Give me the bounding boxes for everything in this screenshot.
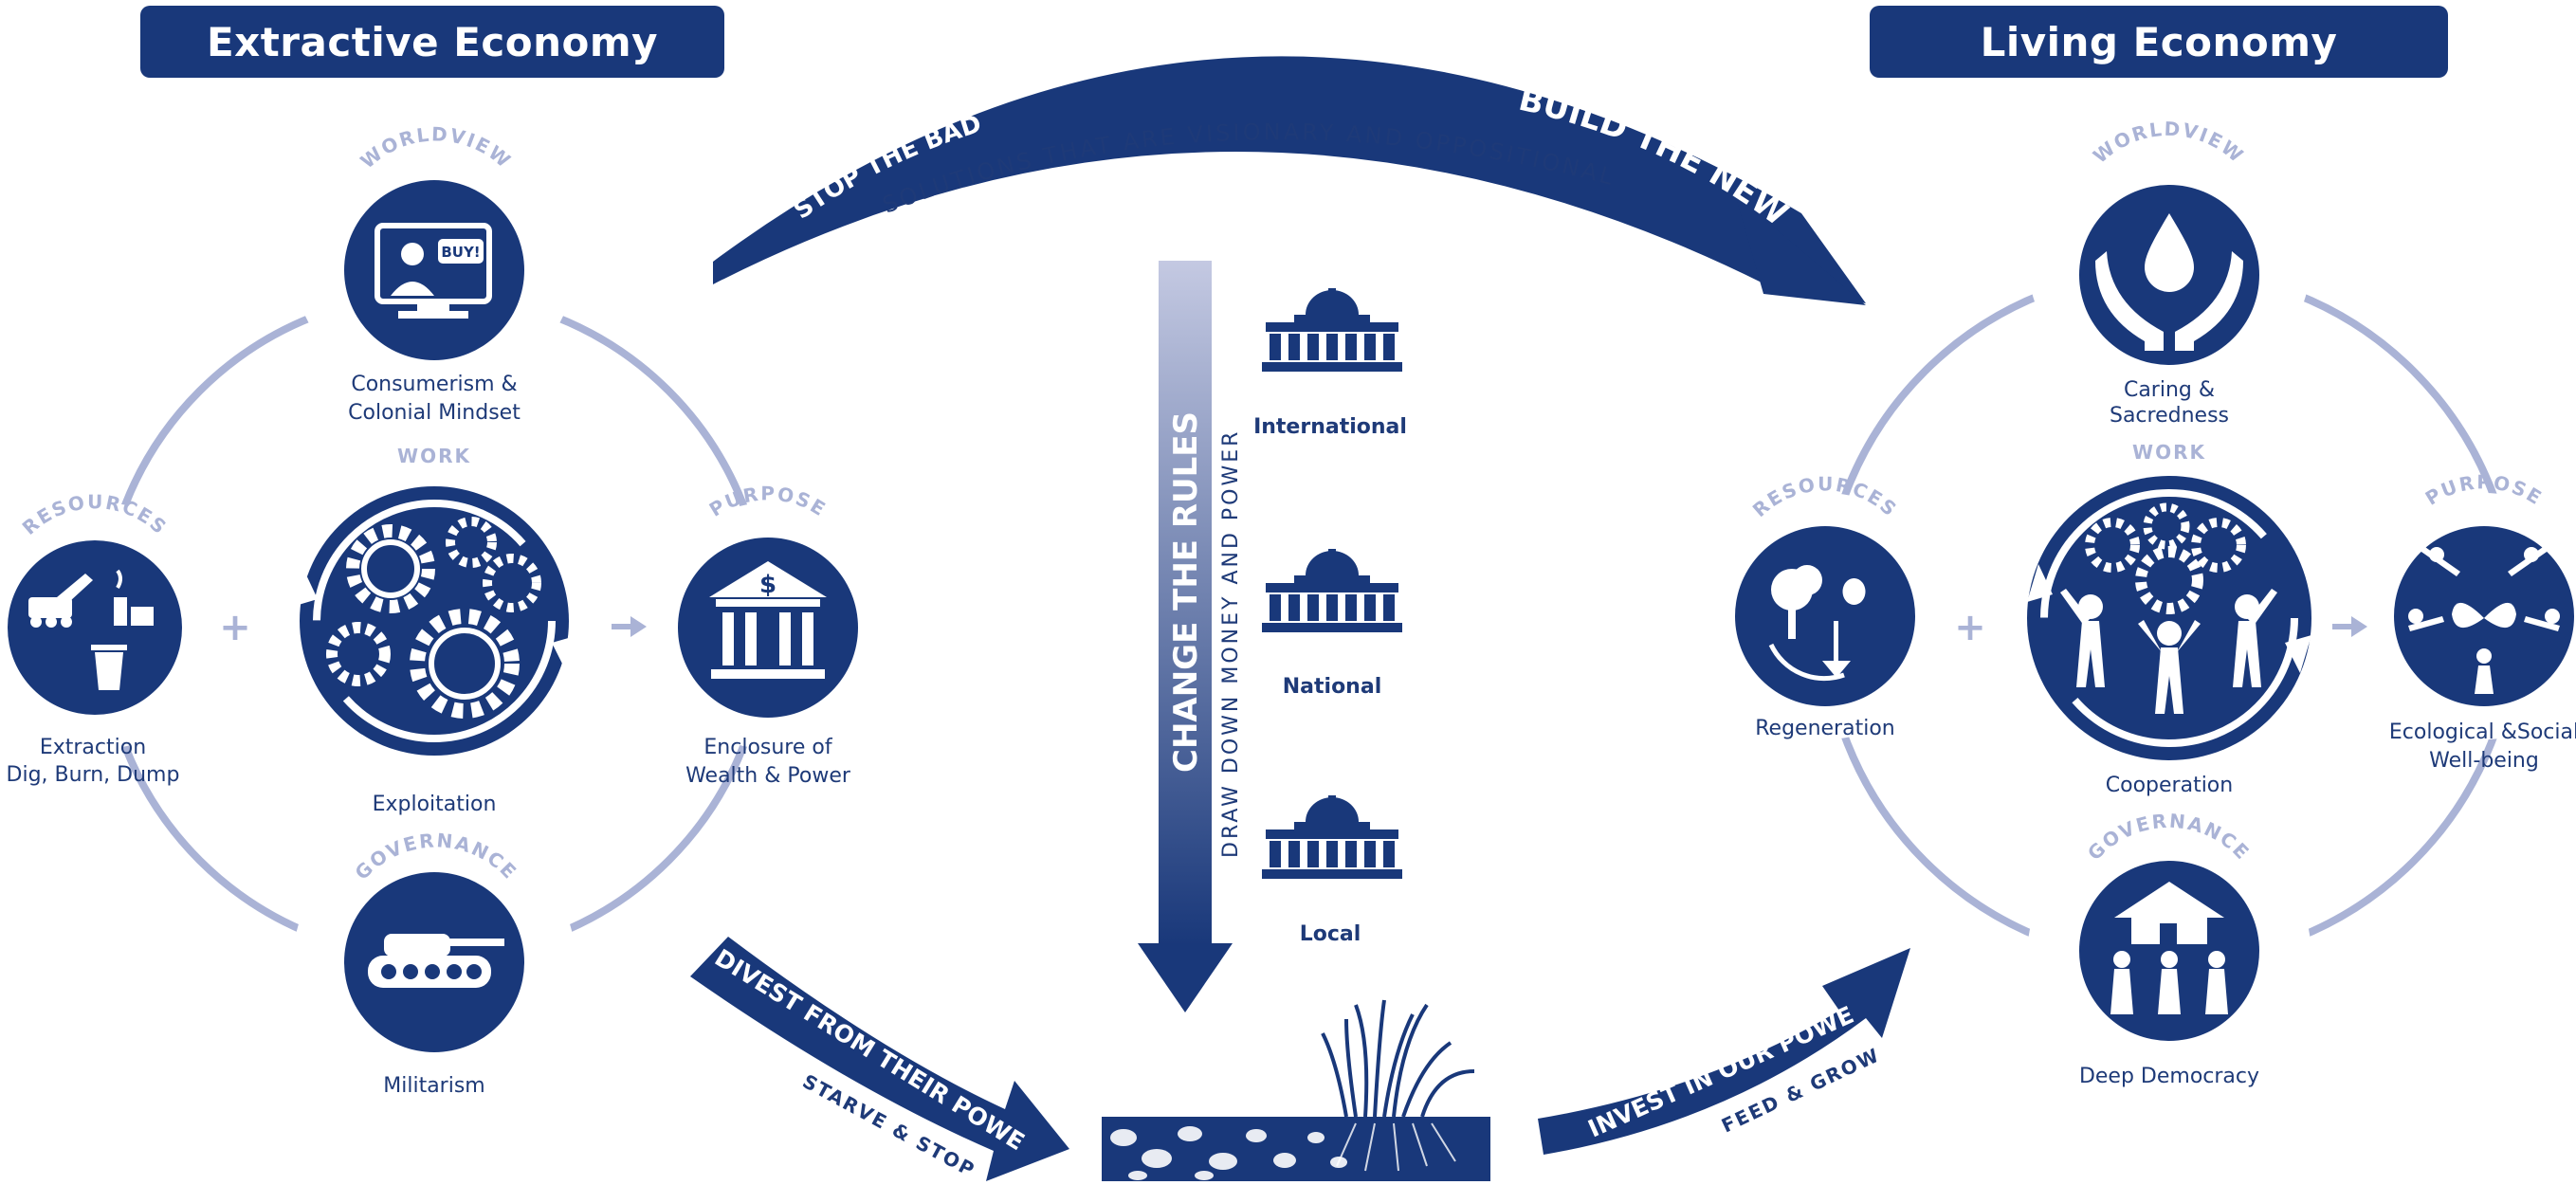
excavator-factory-trash-icon — [28, 569, 154, 690]
top-transition-arrow: STOP THE BAD SOLUTIONS THAT ARE VISIONAR… — [713, 56, 1866, 305]
living-small-arrow — [2332, 616, 2367, 637]
extractive-purpose-label-2: Wealth & Power — [685, 764, 851, 788]
extractive-small-arrow — [612, 616, 647, 637]
people-butterfly-icon — [2408, 545, 2560, 694]
gov-level-international: International — [1253, 415, 1407, 439]
extractive-work-node: WORK Exploitation — [292, 445, 578, 816]
draw-down-text: DRAW DOWN MONEY AND POWER — [1219, 429, 1243, 858]
change-the-rules-text: CHANGE THE RULES — [1167, 411, 1205, 773]
living-purpose-label-2: Well-being — [2429, 749, 2539, 773]
extractive-purpose-node: PURPOSE $ Enclosure of Wealth & Power — [678, 482, 858, 788]
extractive-purpose-label-1: Enclosure of — [703, 736, 832, 759]
bank-dollar-icon: $ — [709, 561, 827, 679]
soil-grass-icon — [1102, 999, 1490, 1181]
extractive-work-label: Exploitation — [373, 793, 497, 816]
gov-level-national: National — [1283, 675, 1381, 699]
gears-people-icon — [2060, 502, 2277, 714]
living-purpose-label-1: Ecological &Social — [2389, 720, 2576, 744]
extractive-worldview-label-1: Consumerism & — [351, 373, 517, 396]
capitol-building-icon — [1262, 795, 1402, 879]
capitol-building-icon — [1262, 288, 1402, 372]
living-governance-label: Deep Democracy — [2079, 1065, 2259, 1088]
living-worldview-label-2: Sacredness — [2110, 404, 2229, 428]
living-work-label: Cooperation — [2106, 774, 2233, 797]
capitol-building-icon — [1262, 549, 1402, 632]
living-resources-label: Regeneration — [1755, 717, 1894, 740]
extractive-governance-label: Militarism — [383, 1074, 484, 1098]
svg-text:$: $ — [759, 571, 776, 599]
people-lifting-house-icon — [2110, 882, 2228, 1014]
government-levels: International National — [1253, 288, 1407, 946]
hands-water-drop-icon — [2095, 213, 2243, 351]
extractive-economy-title: Extractive Economy — [140, 6, 724, 78]
extractive-resources-label-1: Extraction — [40, 736, 146, 759]
extractive-resources-label-2: Dig, Burn, Dump — [7, 763, 180, 787]
top-arrow-head — [1735, 194, 1866, 305]
living-worldview-label-1: Caring & — [2124, 378, 2215, 402]
tree-shovel-icon — [1771, 565, 1866, 678]
gov-level-local: Local — [1300, 922, 1361, 946]
extractive-worldview-label-2: Colonial Mindset — [348, 401, 521, 425]
living-plus-sign: + — [1954, 606, 1986, 649]
tv-buy-icon: BUY! — [375, 223, 492, 319]
gears-runners-icon — [326, 517, 541, 719]
tank-icon — [368, 934, 504, 988]
tv-bubble-text: BUY! — [441, 244, 480, 261]
living-work-category: WORK — [2132, 441, 2206, 464]
extractive-work-category: WORK — [397, 445, 471, 467]
change-the-rules-arrow: CHANGE THE RULES DRAW DOWN MONEY AND POW… — [1138, 261, 1243, 1012]
top-arrow-body — [713, 56, 1866, 303]
extractive-plus-sign: + — [219, 606, 251, 649]
living-economy-title: Living Economy — [1870, 6, 2448, 78]
extractive-cycle: WORLDVIEW BUY! Consumerism & Colonial Mi… — [0, 114, 893, 1109]
living-work-node: WORK — [2027, 441, 2311, 797]
